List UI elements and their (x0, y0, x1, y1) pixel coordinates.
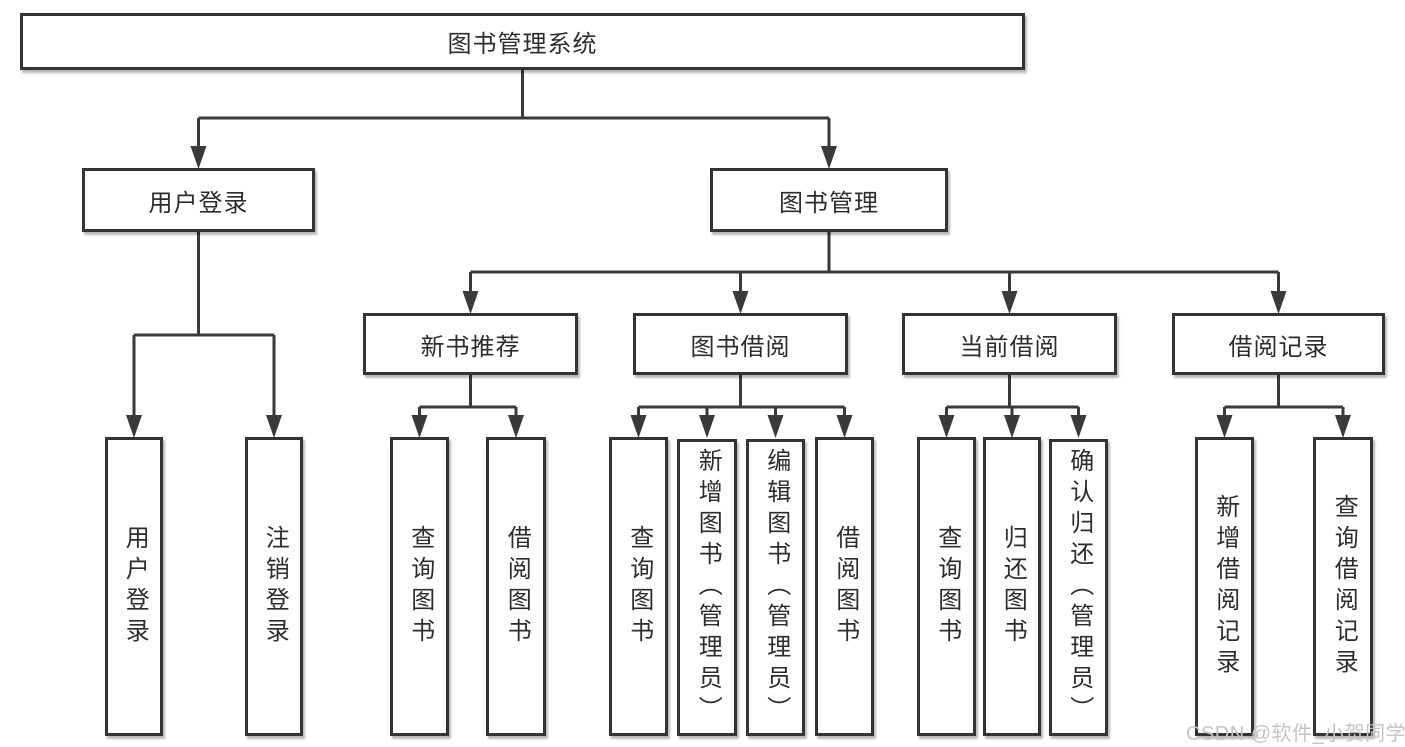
node-book-borrowing-label: 图书借阅 (690, 333, 791, 361)
node-current-borrowing-label: 当前借阅 (959, 333, 1060, 361)
node-book-management: 图书管理 (710, 168, 948, 232)
leaf-confirm-return-admin-label: 确认归还（管理员） (1065, 448, 1093, 727)
node-new-book-recommend-label: 新书推荐 (420, 333, 521, 361)
leaf-query-books-recommend-label: 查询图书 (406, 524, 434, 649)
node-borrowing-records-label: 借阅记录 (1228, 333, 1329, 361)
connector-borrowing-records-to-leaves (1223, 375, 1345, 418)
leaf-borrow-books-recommend-label: 借阅图书 (503, 524, 531, 649)
connector-new-book-recommend-to-leaves (418, 375, 518, 418)
connector-book-borrowing-to-leaves (637, 375, 846, 418)
leaf-add-books-admin: 新增图书（管理员） (677, 439, 737, 736)
leaf-confirm-return-admin: 确认归还（管理员） (1049, 439, 1108, 736)
node-user-login-label: 用户登录 (148, 189, 249, 217)
leaf-user-login: 用户登录 (105, 437, 163, 736)
leaf-return-books-label: 归还图书 (999, 524, 1027, 649)
leaf-query-books-borrowing-label: 查询图书 (625, 524, 653, 649)
leaf-borrow-books-recommend: 借阅图书 (486, 437, 546, 736)
leaf-query-books-current: 查询图书 (917, 437, 976, 736)
connector-user-login-to-leaves (132, 232, 276, 418)
leaf-query-borrow-record: 查询借阅记录 (1313, 437, 1373, 736)
leaf-logout-label: 注销登录 (261, 524, 289, 649)
leaf-edit-books-admin-label: 编辑图书（管理员） (762, 448, 790, 727)
leaf-add-borrow-record: 新增借阅记录 (1195, 437, 1254, 736)
leaf-query-borrow-record-label: 查询借阅记录 (1330, 493, 1358, 680)
leaf-query-books-recommend: 查询图书 (390, 437, 449, 736)
connector-book-management-to-level2 (469, 232, 1280, 293)
leaf-borrow-books-borrowing: 借阅图书 (815, 437, 874, 736)
node-user-login: 用户登录 (82, 168, 315, 232)
connector-current-borrowing-to-leaves (945, 375, 1080, 418)
node-new-book-recommend: 新书推荐 (363, 313, 578, 375)
node-root-label: 图书管理系统 (447, 31, 598, 58)
leaf-borrow-books-borrowing-label: 借阅图书 (831, 524, 859, 649)
leaf-query-books-current-label: 查询图书 (933, 524, 961, 649)
leaf-add-borrow-record-label: 新增借阅记录 (1211, 493, 1239, 680)
leaf-logout: 注销登录 (245, 437, 303, 736)
node-current-borrowing: 当前借阅 (902, 313, 1117, 375)
leaf-return-books: 归还图书 (983, 437, 1041, 736)
leaf-user-login-label: 用户登录 (121, 524, 149, 649)
node-book-borrowing: 图书借阅 (633, 313, 848, 375)
leaf-add-books-admin-label: 新增图书（管理员） (694, 448, 722, 727)
csdn-watermark: CSDN @软件_小贺同学 (1186, 723, 1405, 745)
leaf-query-books-borrowing: 查询图书 (609, 437, 668, 736)
leaf-edit-books-admin: 编辑图书（管理员） (746, 439, 805, 736)
node-root: 图书管理系统 (20, 13, 1025, 70)
connector-root-to-level1 (197, 70, 831, 150)
node-borrowing-records: 借阅记录 (1172, 313, 1385, 375)
node-book-management-label: 图书管理 (779, 189, 879, 217)
